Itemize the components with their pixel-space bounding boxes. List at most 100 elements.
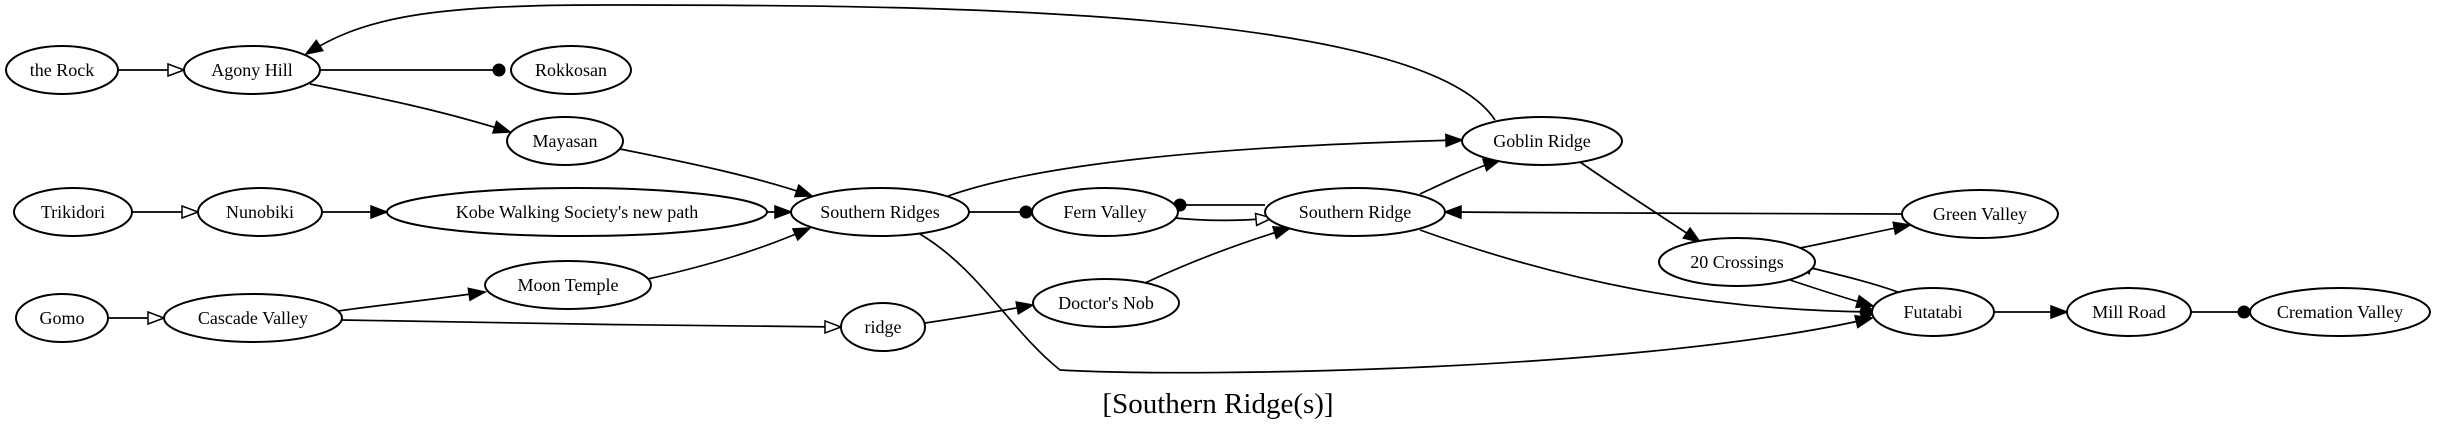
edge-southern-ridge-to-futatabi [1419, 229, 1873, 319]
node-label: Southern Ridges [820, 202, 940, 222]
edge-green-valley-to-southern-ridge [1442, 205, 1903, 220]
node-label: Green Valley [1933, 204, 2027, 224]
node-ellipse [1461, 116, 1623, 166]
node-label: Southern Ridge [1299, 202, 1412, 222]
node-label: Trikidori [41, 202, 105, 222]
edge-arrow-head [1442, 205, 1462, 220]
edge-gomo-to-cascade-valley [108, 310, 167, 326]
edge-doctors-nob-to-southern-ridge [1144, 226, 1293, 284]
node-doctors-nob: Doctor's Nob [1032, 278, 1180, 328]
node-label: Moon Temple [518, 275, 619, 295]
edge-arrow-head [147, 310, 167, 326]
node-ellipse [510, 45, 632, 95]
node-kobe-path: Kobe Walking Society's new path [386, 187, 768, 237]
edge-southern-ridge-to-fern-valley [1173, 198, 1265, 212]
node-label: Agony Hill [211, 60, 293, 80]
edge-arrow-head [304, 39, 324, 56]
node-ellipse [1901, 189, 2059, 239]
edge-agony-hill-to-rokkosan [320, 63, 506, 77]
edge-arrow-head [181, 204, 201, 220]
edge-twenty-crossings-to-green-valley [1799, 221, 1913, 249]
node-label: Mayasan [533, 131, 598, 151]
edge-twenty-crossings-to-futatabi [1789, 279, 1876, 309]
node-ellipse [1032, 278, 1180, 328]
node-twenty-crossings: 20 Crossings [1658, 237, 1816, 287]
node-ellipse [790, 187, 970, 237]
node-ellipse [506, 116, 624, 166]
edge-kobe-path-to-southern-ridges [767, 204, 794, 220]
node-gomo: Gomo [15, 293, 109, 343]
node-label: Rokkosan [535, 60, 607, 80]
edge-mill-road-to-cremation-valley [2190, 305, 2251, 319]
node-ellipse [163, 293, 343, 343]
node-mill-road: Mill Road [2066, 287, 2192, 337]
node-label: Mill Road [2092, 302, 2166, 322]
edge-arrow-head [467, 287, 488, 302]
node-southern-ridge: Southern Ridge [1264, 187, 1446, 237]
node-ellipse [1871, 287, 1995, 337]
edge-arrow-head [1854, 294, 1876, 309]
node-ellipse [840, 302, 926, 352]
node-ellipse [13, 187, 133, 237]
edge-cascade-valley-to-ridge [341, 319, 844, 334]
node-label: 20 Crossings [1690, 252, 1784, 272]
node-ellipse [2249, 287, 2431, 337]
edge-goblin-ridge-to-agony-hill [304, 4, 1496, 121]
node-label: Futatabi [1904, 302, 1963, 322]
node-ellipse [2066, 287, 2192, 337]
edge-arrow-head [774, 204, 794, 220]
node-ellipse [386, 187, 768, 237]
edge-the-rock-to-agony-hill [118, 62, 187, 78]
edge-arrow-head [370, 204, 390, 220]
edge-dot-head [2237, 305, 2251, 319]
node-label: Gomo [40, 308, 85, 328]
node-agony-hill: Agony Hill [183, 45, 321, 95]
node-mayasan: Mayasan [506, 116, 624, 166]
edge-arrow-head [1254, 212, 1275, 227]
edge-nunobiki-to-kobe-path [322, 204, 390, 220]
node-fern-valley: Fern Valley [1031, 187, 1179, 237]
node-cascade-valley: Cascade Valley [163, 293, 343, 343]
node-ellipse [1658, 237, 1816, 287]
edge-arrow-head [2050, 304, 2070, 320]
edge-mayasan-to-southern-ridges [619, 148, 815, 198]
node-cremation-valley: Cremation Valley [2249, 287, 2431, 337]
edge-arrow-head [1271, 226, 1293, 240]
node-label: Cascade Valley [198, 308, 308, 328]
edge-goblin-ridge-to-twenty-crossings [1579, 161, 1702, 244]
node-the-rock: the Rock [5, 45, 119, 95]
node-moon-temple: Moon Temple [484, 260, 652, 310]
edge-arrow-head [1015, 301, 1036, 315]
edge-moon-temple-to-southern-ridges [647, 227, 812, 280]
node-ridge: ridge [840, 302, 926, 352]
node-rokkosan: Rokkosan [510, 45, 632, 95]
edge-arrow-head [167, 62, 187, 78]
node-futatabi: Futatabi [1871, 287, 1995, 337]
node-ellipse [183, 45, 321, 95]
edge-agony-hill-to-mayasan [309, 83, 513, 134]
edge-ridge-to-doctors-nob [924, 301, 1036, 324]
node-ellipse [5, 45, 119, 95]
node-label: the Rock [30, 60, 95, 80]
node-ellipse [1031, 187, 1179, 237]
node-green-valley: Green Valley [1901, 189, 2059, 239]
edge-arrow-head [824, 319, 844, 334]
edge-arrow-head [1445, 133, 1465, 148]
node-goblin-ridge: Goblin Ridge [1461, 116, 1623, 166]
node-label: Fern Valley [1063, 202, 1146, 222]
edge-layer [108, 4, 2251, 374]
edge-dot-head [492, 63, 506, 77]
edge-dot-head [1859, 305, 1873, 319]
node-label: Goblin Ridge [1493, 131, 1591, 151]
edge-futatabi-to-mill-road [1993, 304, 2070, 320]
edge-arrow-head [791, 227, 812, 242]
edge-southern-ridge-to-goblin-ridge [1419, 158, 1503, 195]
node-label: Kobe Walking Society's new path [456, 202, 698, 222]
edge-arrow-head [491, 120, 513, 134]
node-nunobiki: Nunobiki [197, 187, 323, 237]
node-trikidori: Trikidori [13, 187, 133, 237]
edge-southern-ridges-to-goblin-ridge [947, 133, 1465, 197]
edge-cascade-valley-to-moon-temple [337, 287, 488, 312]
node-ellipse [197, 187, 323, 237]
